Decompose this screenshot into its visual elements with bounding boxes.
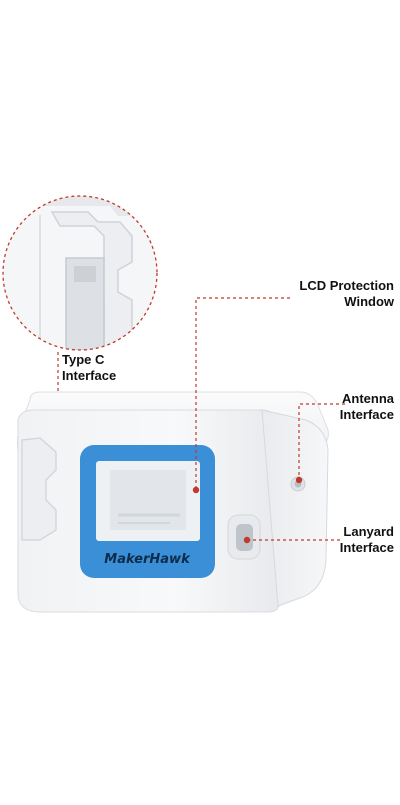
antenna-leader-dot <box>295 476 303 484</box>
zoom-detail <box>3 196 157 350</box>
leader-lines <box>192 297 345 544</box>
device-case <box>16 391 329 613</box>
lcd-leader-dot <box>192 486 200 494</box>
brand-logo: MakerHawk <box>104 552 191 567</box>
lcd-leader-line <box>195 297 290 489</box>
lanyard-hole <box>236 524 253 551</box>
lanyard-label: Lanyard Interface <box>339 524 394 555</box>
zoom-callout <box>2 195 158 400</box>
antenna-label: Antenna Interface <box>339 391 394 422</box>
case-side-face <box>261 409 329 607</box>
zoom-callout-ring <box>2 195 158 351</box>
type-c-label: Type C Interface <box>62 352 117 383</box>
lanyard-leader-dot <box>243 536 251 544</box>
side-grip <box>21 437 57 541</box>
lcd-protection-label: LCD Protection Window <box>299 278 394 309</box>
